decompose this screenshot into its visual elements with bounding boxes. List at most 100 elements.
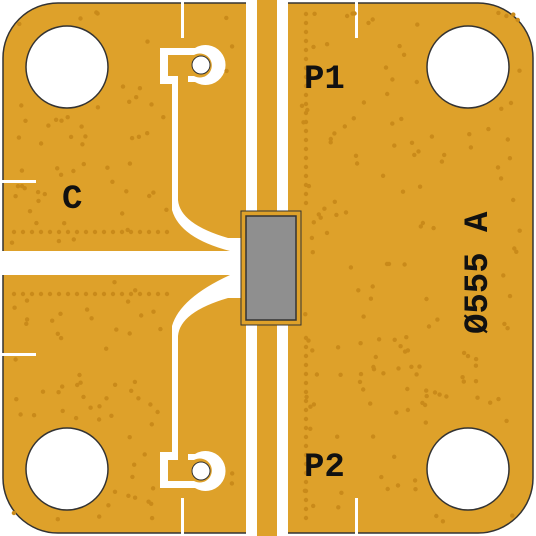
via-dot	[395, 483, 401, 488]
via-dot	[78, 380, 83, 385]
via-dot	[396, 366, 401, 371]
via-dot	[495, 165, 501, 170]
trace-lower	[168, 298, 246, 483]
via-dot	[83, 291, 89, 297]
edge-tick-top	[181, 0, 184, 38]
via-dot	[386, 261, 392, 267]
via-dot	[83, 229, 89, 235]
via-dot	[145, 39, 150, 44]
via-dot	[370, 284, 375, 289]
via-dot	[137, 86, 143, 91]
via-dot	[414, 79, 419, 85]
via-dot	[303, 38, 309, 44]
via-dot	[381, 371, 386, 376]
via-dot	[303, 110, 309, 116]
via-dot	[431, 225, 436, 231]
via-dot	[136, 396, 141, 401]
via-dot	[59, 118, 64, 123]
via-dot	[128, 229, 134, 235]
via-dot	[136, 134, 142, 139]
via-dot	[461, 350, 467, 356]
via-dot	[134, 95, 139, 100]
via-dot	[416, 149, 421, 154]
component-body[interactable]	[245, 215, 297, 321]
via-dot	[303, 173, 309, 179]
via-dot	[148, 402, 153, 407]
via-field	[9, 10, 522, 524]
via-dot	[124, 189, 129, 194]
via-dot	[24, 298, 30, 303]
via-dot	[97, 404, 102, 409]
via-dot	[303, 56, 309, 62]
label-c: C	[62, 181, 82, 219]
via-dot	[119, 291, 125, 297]
via-dot	[79, 124, 84, 129]
via-dot	[303, 488, 309, 494]
edge-tick-left-upper	[0, 180, 36, 183]
pad-hole-upper	[191, 55, 211, 75]
via-dot	[96, 417, 102, 422]
via-dot	[502, 321, 507, 327]
via-dot	[507, 156, 513, 161]
via-dot	[336, 505, 341, 510]
via-dot	[344, 13, 350, 19]
via-dot	[142, 452, 147, 457]
via-dot	[53, 117, 59, 123]
via-dot	[348, 265, 354, 270]
via-dot	[517, 228, 522, 233]
via-dot	[58, 172, 64, 177]
via-dot	[339, 490, 344, 495]
via-dot	[402, 262, 407, 267]
via-dot	[328, 140, 333, 145]
via-dot	[498, 176, 504, 181]
via-dot	[20, 229, 26, 235]
via-dot	[303, 182, 309, 188]
via-dot	[303, 452, 309, 458]
via-dot	[342, 124, 347, 129]
via-dot	[335, 345, 341, 350]
via-dot	[332, 131, 337, 136]
via-dot	[125, 227, 130, 233]
via-dot	[303, 65, 309, 71]
via-dot	[418, 224, 423, 229]
via-dot	[71, 168, 76, 174]
via-dot	[417, 364, 422, 369]
via-dot	[437, 392, 442, 397]
via-dot	[11, 291, 17, 297]
via-dot	[397, 43, 402, 49]
via-dot	[303, 407, 309, 413]
via-dot	[151, 309, 156, 314]
via-dot	[303, 398, 309, 404]
via-dot	[310, 250, 315, 255]
via-dot	[65, 229, 71, 235]
edge-tick-bottom-right	[355, 498, 358, 536]
via-dot	[304, 394, 309, 400]
via-dot	[366, 20, 371, 26]
via-dot	[488, 400, 493, 405]
via-dot	[146, 291, 152, 297]
edge-tick-bottom	[181, 498, 184, 536]
via-dot	[38, 291, 44, 297]
pad-hole-lower	[191, 461, 211, 481]
via-dot	[303, 83, 309, 89]
via-dot	[501, 273, 506, 278]
via-dot	[409, 140, 415, 145]
via-dot	[361, 314, 366, 319]
via-dot	[368, 296, 374, 301]
via-dot	[311, 220, 316, 225]
via-dot	[58, 311, 63, 316]
via-dot	[473, 363, 479, 368]
via-dot	[400, 189, 406, 194]
via-dot	[512, 246, 517, 251]
via-dot	[303, 470, 309, 476]
via-dot	[95, 11, 100, 16]
via-dot	[439, 159, 445, 164]
via-dot	[71, 237, 77, 242]
via-dot	[303, 434, 309, 440]
via-dot	[468, 145, 474, 150]
via-dot	[424, 296, 429, 302]
via-dot	[338, 372, 343, 377]
via-dot	[303, 497, 309, 503]
via-dot	[390, 77, 395, 82]
via-dot	[303, 11, 309, 17]
